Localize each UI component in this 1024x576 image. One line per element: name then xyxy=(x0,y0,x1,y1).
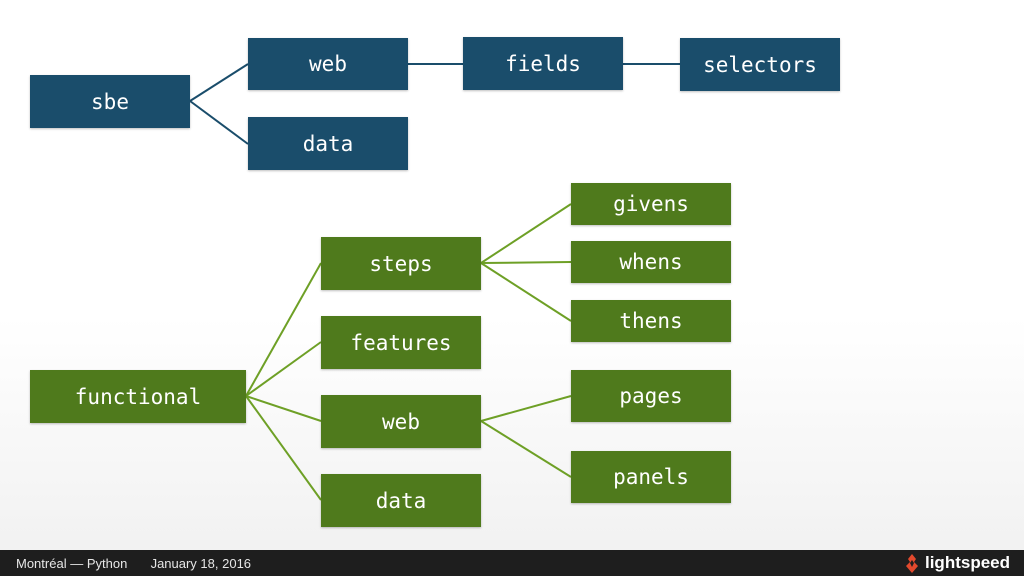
flame-icon xyxy=(905,553,918,573)
node-functional-data: data xyxy=(321,474,481,527)
node-steps: steps xyxy=(321,237,481,290)
node-selectors: selectors xyxy=(680,38,840,91)
line-functional-data xyxy=(245,395,322,501)
node-functional: functional xyxy=(30,370,246,423)
footer-caption: Montréal — Python January 18, 2016 xyxy=(16,556,251,571)
footer-date: January 18, 2016 xyxy=(150,556,252,571)
line-web-pages xyxy=(480,395,572,422)
node-sbe-data: data xyxy=(248,117,408,170)
node-pages: pages xyxy=(571,370,731,422)
line-sbe-web xyxy=(189,63,249,102)
node-sbe: sbe xyxy=(30,75,190,128)
line-steps-givens xyxy=(480,203,572,264)
footer-bar: Montréal — Python January 18, 2016 light… xyxy=(0,550,1024,576)
line-functional-features xyxy=(245,341,322,397)
node-panels: panels xyxy=(571,451,731,503)
brand-logo: lightspeed xyxy=(904,553,1010,573)
line-web-panels xyxy=(480,420,572,478)
node-features: features xyxy=(321,316,481,369)
node-functional-web: web xyxy=(321,395,481,448)
brand-name: lightspeed xyxy=(924,553,1010,572)
line-functional-web xyxy=(245,395,322,422)
line-steps-whens xyxy=(480,261,572,264)
line-sbe-data xyxy=(189,100,249,145)
node-whens: whens xyxy=(571,241,731,283)
footer-dash: — xyxy=(70,556,84,571)
node-givens: givens xyxy=(571,183,731,225)
node-fields: fields xyxy=(463,37,623,90)
line-steps-thens xyxy=(480,262,572,322)
footer-city: Montréal xyxy=(16,556,67,571)
node-sbe-web: web xyxy=(248,38,408,90)
node-thens: thens xyxy=(571,300,731,342)
line-functional-steps xyxy=(245,262,322,397)
footer-topic: Python xyxy=(86,556,128,571)
